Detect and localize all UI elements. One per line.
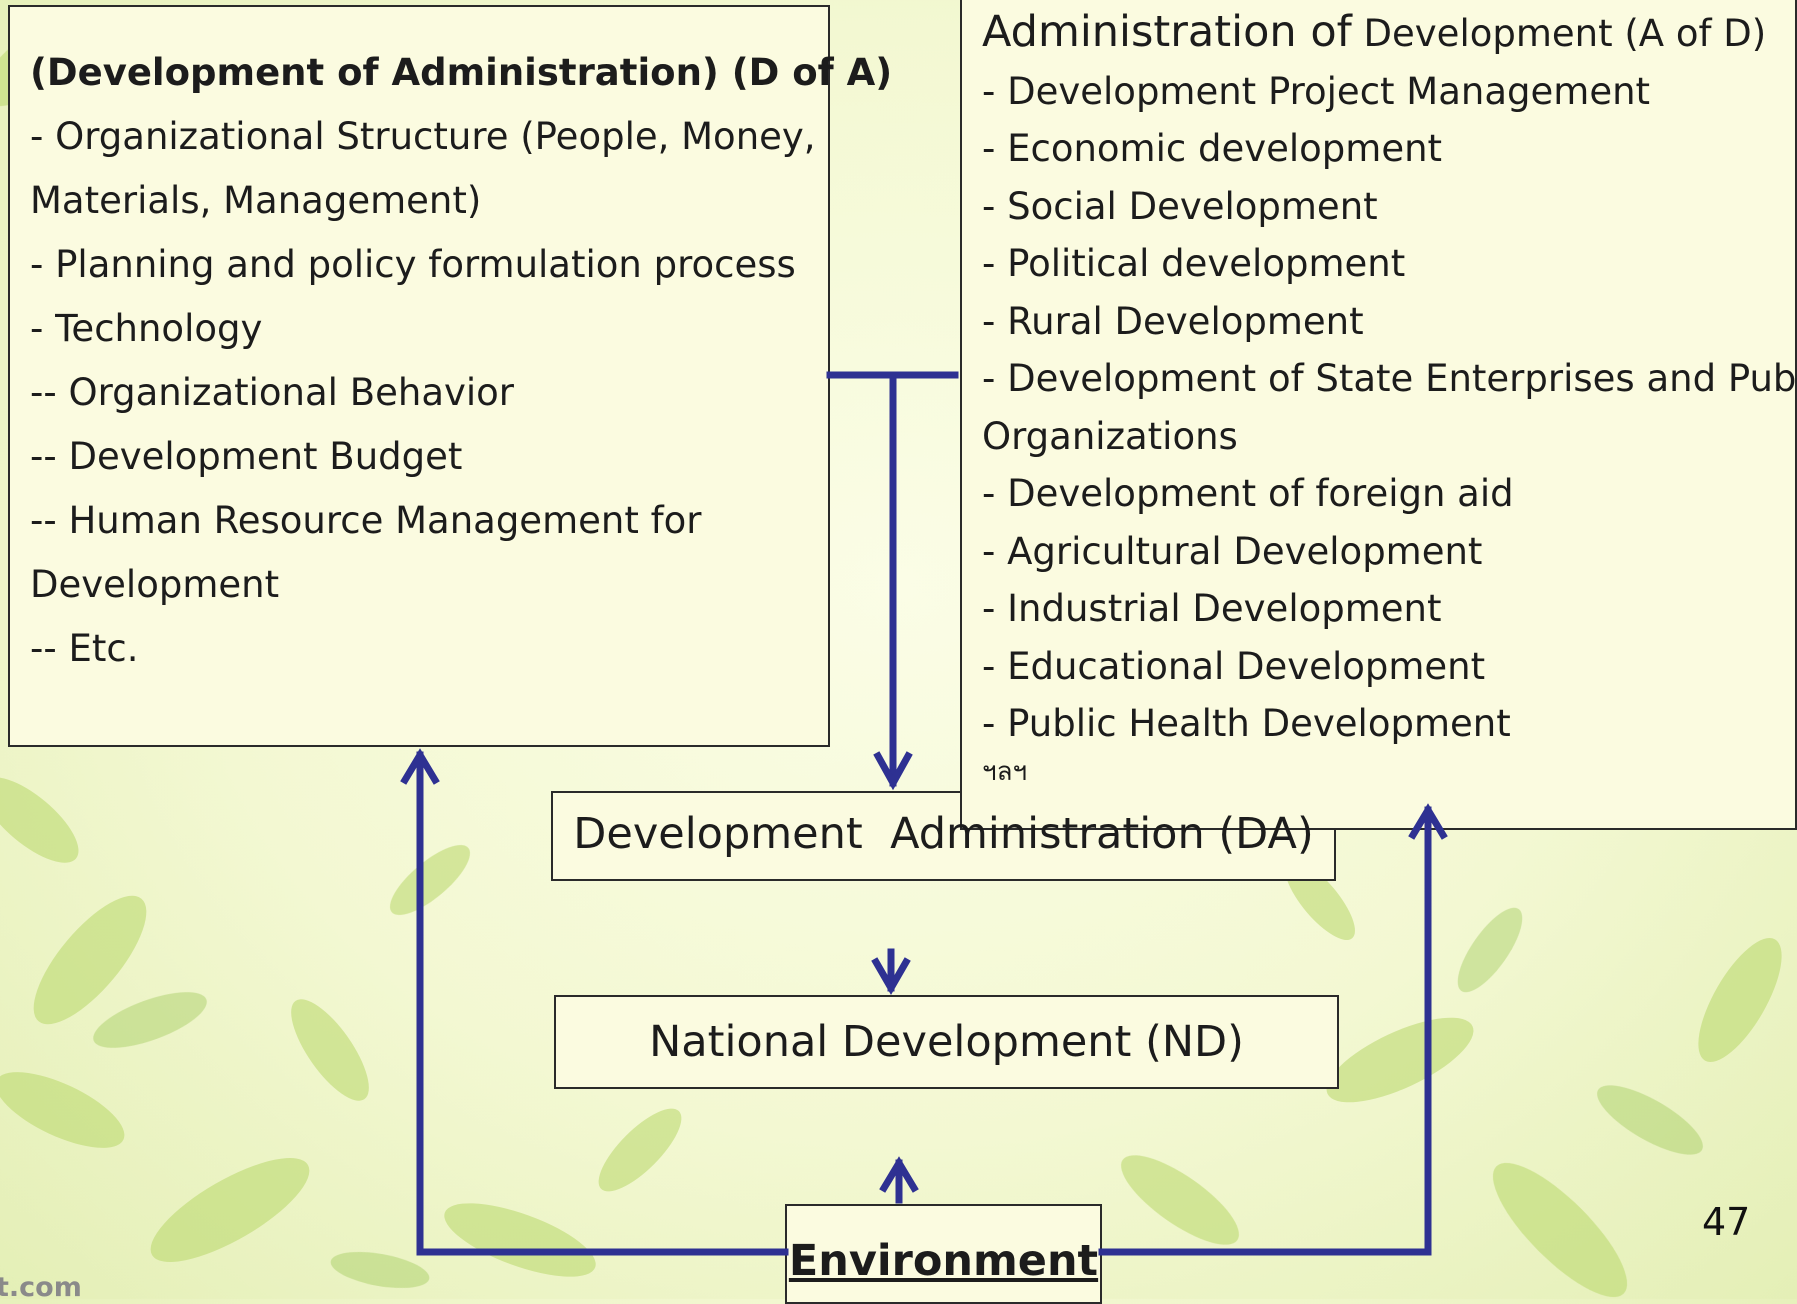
a-of-d-item: - Agricultural Development (982, 529, 1483, 573)
nd-label: National Development (ND) (649, 1017, 1244, 1067)
d-of-a-item: -- Development Budget (30, 435, 463, 478)
watermark: t.com (0, 1272, 82, 1303)
a-of-d-title-part2: Development (A of D) (1363, 12, 1767, 55)
d-of-a-item: -- Organizational Behavior (30, 371, 515, 414)
a-of-d-item: - Development Project Management (982, 69, 1651, 113)
a-of-d-item: - Industrial Development (982, 587, 1442, 630)
environment-box: Environment (785, 1204, 1102, 1304)
page-number: 47 (1702, 1200, 1751, 1244)
a-of-d-item: - Social Development (982, 184, 1378, 228)
d-of-a-item: -- Etc. (30, 627, 139, 670)
d-of-a-box: (Development of Administration) (D of A)… (8, 5, 893, 747)
d-of-a-item: - Planning and policy formulation proces… (30, 243, 796, 286)
nd-box: National Development (ND) (554, 995, 1339, 1089)
a-of-d-item: - Educational Development (982, 644, 1486, 688)
d-of-a-item: Materials, Management) (30, 179, 482, 222)
d-of-a-item: - Technology (30, 307, 263, 350)
a-of-d-item: - Economic development (982, 127, 1443, 170)
a-of-d-item: - Public Health Development (982, 702, 1511, 745)
a-of-d-item: - Development of foreign aid (982, 472, 1514, 515)
environment-label: Environment (788, 1236, 1099, 1286)
d-of-a-item: Development (30, 563, 280, 606)
d-of-a-item: -- Human Resource Management for (30, 499, 702, 542)
d-of-a-item: - Organizational Structure (People, Mone… (30, 115, 816, 158)
a-of-d-item: - Development of State Enterprises and P… (982, 357, 1797, 400)
a-of-d-item: - Political development (982, 242, 1406, 285)
a-of-d-item: - Rural Development (982, 299, 1364, 343)
a-of-d-item: Organizations (982, 414, 1238, 458)
a-of-d-title-part1: Administration of (982, 7, 1352, 57)
d-of-a-title: (Development of Administration) (D of A) (30, 51, 893, 94)
a-of-d-box: Administration of Development (A of D) -… (960, 0, 1797, 830)
a-of-d-etc: ฯลฯ (982, 756, 1028, 787)
a-of-d-title: Administration of Development (A of D) (982, 4, 1795, 63)
